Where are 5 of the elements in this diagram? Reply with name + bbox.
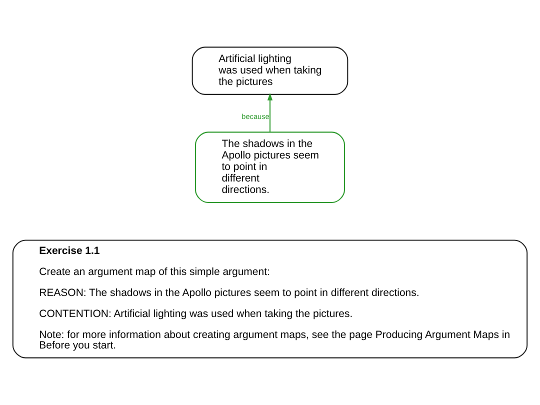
node-box: Artificial lighting was used when taking the pictures: [192, 46, 348, 95]
edge-label: because: [242, 112, 270, 122]
arrow: [267, 92, 273, 132]
node-box: The shadows in the Apollo pictures seem to point in different directions.: [194, 132, 346, 204]
node-box: Exercise 1.1 Create an argument map of this simple argument: REASON: The shadows in the Apollo pictures seem to point in different directions. CONTENTION: Artificial lighting was used when taking the pictures. Note: for more information about creating argument maps, see the page Producing Argument Maps in Before you start.: [12, 240, 528, 358]
